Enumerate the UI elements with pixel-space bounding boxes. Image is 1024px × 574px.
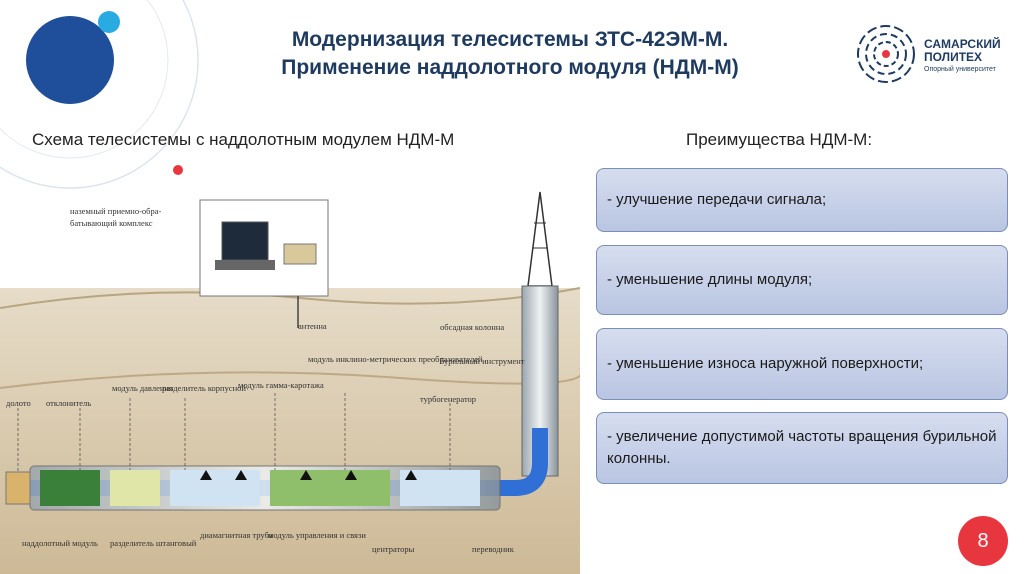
advantage-item-4: - увеличение допустимой частоты вращения…: [596, 412, 1008, 484]
title-line-1: Модернизация телесистемы ЗТС-42ЭМ-М.: [291, 28, 729, 51]
label-drill-tool: бурильный инструмент: [440, 356, 525, 366]
label-gamma-module: модуль гамма-каротажа: [238, 380, 324, 390]
label-bit: долото: [6, 398, 31, 408]
label-above-bit-module: наддолотный модуль: [22, 538, 98, 548]
label-deflector: отклонитель: [46, 398, 91, 408]
label-control-module: модуль управления и связи: [268, 530, 366, 540]
page-title: Модернизация телесистемы ЗТС-42ЭМ-М. При…: [200, 26, 820, 82]
logo-emblem-icon: [857, 25, 915, 83]
logo-line-2: ПОЛИТЕХ: [924, 50, 983, 64]
title-line-2: Применение наддолотного модуля (НДМ-М): [281, 56, 739, 79]
label-pressure-module: модуль давления: [112, 383, 173, 393]
label-body-separator: разделитель корпусной: [162, 383, 246, 393]
label-centralizers: центраторы: [372, 544, 415, 554]
logo-line-1: САМАРСКИЙ: [924, 37, 1001, 51]
label-diamag-pipe: диамагнитная труба: [200, 530, 273, 540]
university-logo: САМАРСКИЙ ПОЛИТЕХ Опорный университет: [854, 20, 1014, 90]
logo-tagline: Опорный университет: [924, 66, 996, 73]
advantages-heading: Преимущества НДМ-М:: [686, 130, 873, 149]
advantage-item-1: - улучшение передачи сигнала;: [596, 168, 1008, 232]
advantage-item-2: - уменьшение длины модуля;: [596, 245, 1008, 315]
label-turbogen: турбогенератор: [420, 394, 476, 404]
decorative-circles: [0, 0, 199, 189]
page-number-badge: 8: [958, 516, 1008, 566]
svg-text:батывающий комплекс: батывающий комплекс: [70, 218, 153, 228]
label-rod-separator: разделитель штанговый: [110, 538, 197, 548]
label-casing: обсадная колонна: [440, 322, 504, 332]
label-surface-complex: наземный приемно-обра-: [70, 206, 161, 216]
label-incl-module: модуль инклино-метрических преобразовате…: [308, 354, 483, 364]
label-antenna: антенна: [298, 321, 327, 331]
scheme-heading: Схема телесистемы с наддолотным модулем …: [32, 130, 455, 149]
label-adapter: переводник: [472, 544, 515, 554]
telemetry-scheme-diagram: наземный приемно-обра- батывающий компле…: [0, 191, 580, 574]
advantage-item-3: - уменьшение износа наружной поверхности…: [596, 328, 1008, 400]
